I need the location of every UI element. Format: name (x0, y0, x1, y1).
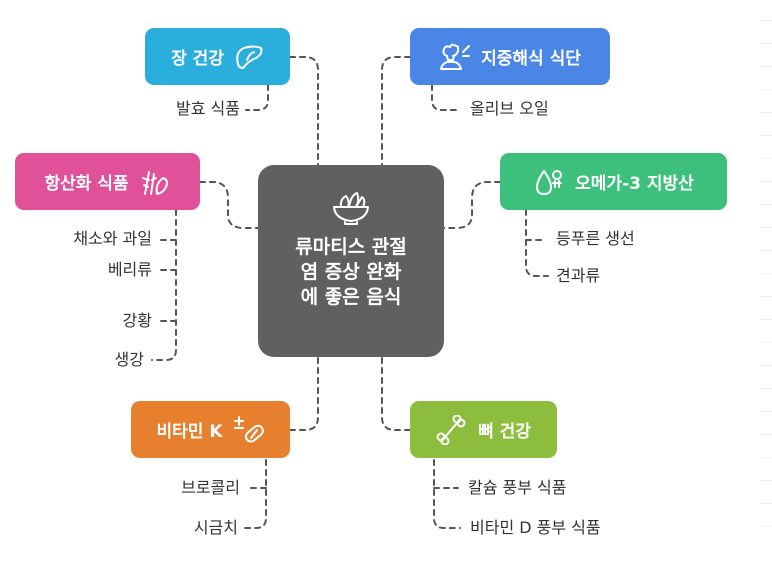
item-olive-oil: 올리브 오일 (470, 99, 549, 118)
central-title: 류마티스 관절 염 증상 완화 에 좋은 음식 (295, 236, 407, 308)
item-broccoli: 브로콜리 (181, 478, 240, 497)
topic-bone-health[interactable]: 뼈 건강 (410, 401, 557, 458)
central-topic: 류마티스 관절 염 증상 완화 에 좋은 음식 (258, 165, 444, 357)
connector-med-items (431, 84, 461, 111)
connector-antioxidant (199, 181, 259, 229)
connector-gut-items (245, 84, 269, 111)
pill-icon (233, 415, 264, 443)
bowl-icon (333, 192, 369, 225)
herbs-icon (141, 170, 168, 195)
connector-antioxidant-items (151, 209, 177, 361)
connector-vitk-items (243, 459, 267, 529)
item-vitamin-d-foods: 비타민 D 풍부 식품 (470, 518, 601, 537)
topic-gut-health[interactable]: 장 건강 (145, 28, 290, 85)
item-spinach: 시금치 (193, 518, 238, 537)
connector-gut (289, 56, 319, 166)
topic-vitamin-k[interactable]: 비타민 K (131, 401, 290, 458)
item-turmeric: 강황 (122, 311, 152, 330)
liver-icon (236, 45, 263, 69)
oil-drop-icon (536, 169, 563, 195)
connector-bone (381, 356, 411, 431)
bone-icon (436, 414, 466, 445)
edge-decoration (760, 20, 772, 549)
topic-med-label: 지중해식 식단 (481, 49, 581, 69)
connector-bone-items (433, 459, 461, 529)
item-vegetables-fruits: 채소와 과일 (73, 229, 152, 248)
topic-antioxidant[interactable]: 항산화 식품 (15, 153, 200, 210)
item-nuts: 견과류 (556, 266, 601, 285)
topic-gut-label: 장 건강 (171, 49, 224, 69)
item-ginger: 생강 (114, 350, 144, 369)
chef-icon (440, 43, 471, 70)
topic-bone-label: 뼈 건강 (478, 422, 531, 442)
connector-vitk (289, 356, 319, 431)
connector-omega (443, 181, 501, 229)
item-calcium-foods: 칼슘 풍부 식품 (468, 478, 567, 497)
topic-mediterranean[interactable]: 지중해식 식단 (410, 28, 610, 85)
item-fermented-food: 발효 식품 (176, 99, 240, 118)
topic-omega3[interactable]: 오메가-3 지방산 (500, 153, 727, 210)
topic-omega-label: 오메가-3 지방산 (575, 174, 694, 194)
item-berries: 베리류 (107, 260, 152, 279)
item-oily-fish: 등푸른 생선 (556, 229, 635, 248)
connector-med (381, 56, 411, 166)
connector-omega-items (525, 209, 549, 277)
topic-vitk-label: 비타민 K (156, 422, 223, 442)
topic-antioxidant-label: 항산화 식품 (44, 174, 129, 194)
